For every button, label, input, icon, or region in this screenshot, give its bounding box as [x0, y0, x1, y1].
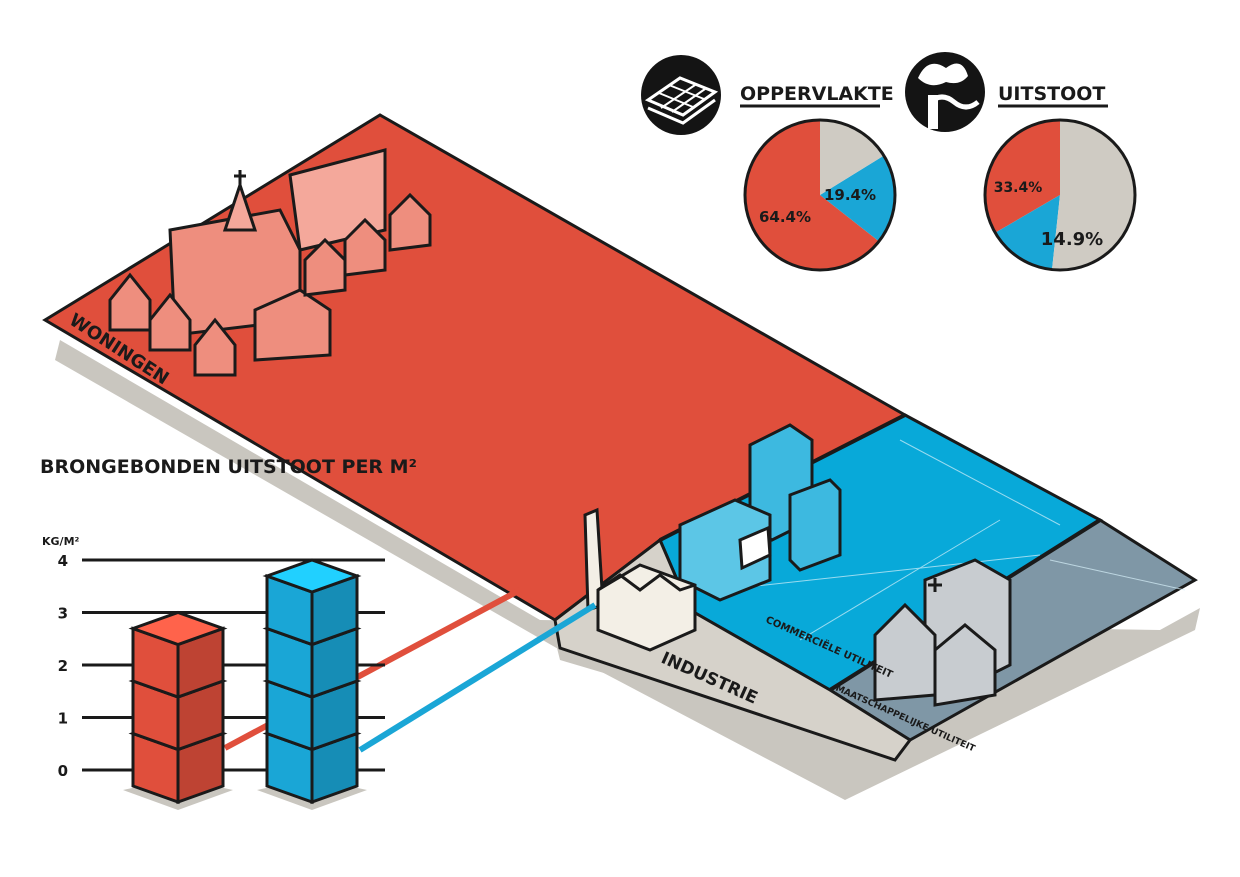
bar-tick-label: 3	[58, 605, 68, 623]
factory-roof	[597, 573, 696, 592]
grid-icon	[641, 55, 721, 135]
town-hall	[933, 623, 997, 707]
pie-slice	[985, 120, 1060, 233]
legend-uitstoot: UITSTOOT	[998, 83, 1105, 105]
office-sign	[738, 525, 772, 571]
bar-tick-label: 0	[58, 762, 68, 780]
pie-slice	[1052, 120, 1135, 270]
public-buildings	[873, 558, 1012, 707]
bar-chart-ylabel: KG/M²	[42, 535, 80, 548]
bar-tick-label: 2	[58, 657, 68, 675]
pie-label: 33.4%	[994, 180, 1043, 196]
legend-oppervlakte: OPPERVLAKTE	[740, 83, 894, 105]
pie-slice	[820, 155, 896, 242]
blue-zone-grid	[719, 439, 1186, 641]
bar-tick-label: 4	[58, 552, 68, 570]
legend: OPPERVLAKTE UITSTOOT	[641, 52, 1108, 135]
bar-cube	[262, 558, 362, 647]
commercial-buildings	[678, 423, 842, 602]
pie-oppervlakte: 64.4% 19.4%	[743, 118, 897, 272]
pie-label: 14.9%	[1041, 229, 1103, 250]
bar-cube-top	[262, 558, 362, 594]
bar-chart: BRONGEBONDEN UITSTOOT PER M² KG/M² 0 1 2 3 4	[40, 456, 417, 810]
factory	[583, 507, 697, 652]
pie-label: 19.4%	[824, 186, 876, 204]
houses	[108, 192, 432, 377]
bar-cube-top	[128, 610, 228, 647]
pie-slice	[744, 120, 879, 270]
pie-uitstoot: 33.4% 14.9%	[983, 118, 1137, 272]
pie-outline	[983, 118, 1137, 272]
bar-tick-label: 1	[58, 710, 68, 728]
connector-blue	[358, 602, 597, 753]
office-block	[788, 478, 842, 572]
pie-label: 64.4%	[759, 208, 811, 226]
bar-chart-title: BRONGEBONDEN UITSTOOT PER M²	[40, 456, 417, 478]
factory-hall	[596, 563, 697, 652]
church-tower	[222, 180, 258, 232]
bar-stacks	[128, 558, 362, 805]
pie-outline	[743, 118, 897, 272]
emission-icon	[905, 52, 985, 132]
residential-buildings	[108, 148, 432, 377]
bar-cube	[128, 610, 228, 700]
